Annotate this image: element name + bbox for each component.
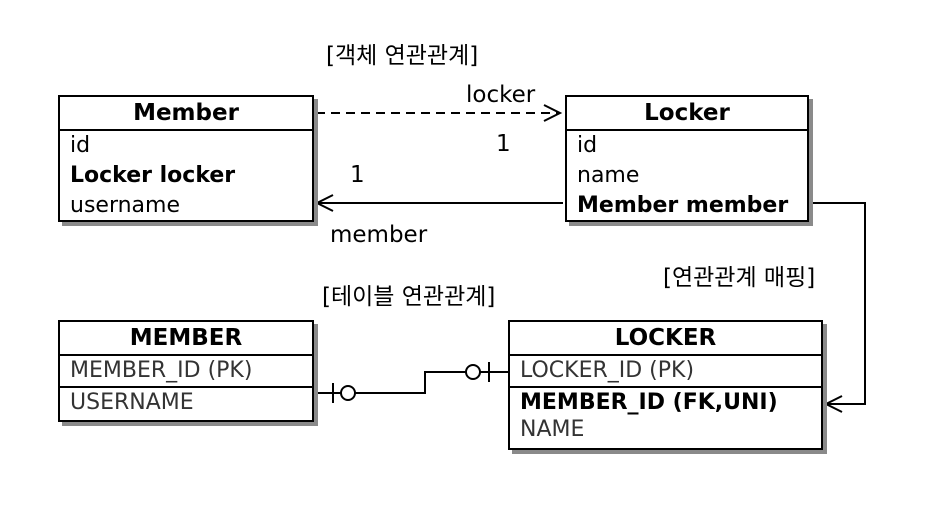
locker-table-column-name: NAME	[520, 417, 585, 442]
object-relation-heading: [객체 연관관계]	[326, 43, 479, 69]
locker-entity-box: Locker id name Member member	[565, 95, 809, 222]
locker-zero-circle	[465, 364, 481, 380]
locker-table-pk: LOCKER_ID (PK)	[520, 358, 695, 383]
member-field-id: id	[70, 133, 91, 158]
member-edge-label: member	[330, 222, 428, 248]
member-to-locker-arrowhead	[543, 104, 563, 122]
member-multiplicity: 1	[350, 162, 365, 188]
locker-table-title: LOCKER	[510, 322, 821, 356]
member-table-box: MEMBER MEMBER_ID (PK) USERNAME	[58, 320, 314, 422]
member-table-pk: MEMBER_ID (PK)	[70, 358, 253, 383]
table-relation-heading: [테이블 연관관계]	[322, 284, 496, 310]
locker-multiplicity: 1	[496, 131, 511, 157]
locker-field-id: id	[577, 133, 598, 158]
locker-field-name: name	[577, 163, 640, 188]
locker-to-member-arrowhead	[314, 194, 334, 212]
member-entity-fields: id Locker locker username	[60, 131, 312, 221]
locker-table-column-member-id: MEMBER_ID (FK,UNI)	[510, 386, 821, 418]
member-entity-box: Member id Locker locker username	[58, 95, 314, 222]
member-table-title: MEMBER	[60, 322, 312, 356]
locker-table-box: LOCKER LOCKER_ID (PK) MEMBER_ID (FK,UNI)…	[508, 320, 823, 450]
relation-mapping-line	[810, 202, 866, 405]
locker-entity-fields: id name Member member	[567, 131, 807, 221]
locker-edge-label: locker	[466, 82, 536, 108]
member-field-username: username	[70, 193, 180, 218]
member-field-locker: Locker locker	[70, 163, 236, 188]
member-entity-title: Member	[60, 97, 312, 131]
relation-mapping-arrowhead	[823, 395, 843, 413]
locker-entity-title: Locker	[567, 97, 807, 131]
member-table-column-username: USERNAME	[60, 386, 312, 418]
relation-mapping-heading: [연관관계 매핑]	[663, 265, 816, 291]
locker-field-member: Member member	[577, 193, 789, 218]
member-zero-circle	[340, 385, 356, 401]
